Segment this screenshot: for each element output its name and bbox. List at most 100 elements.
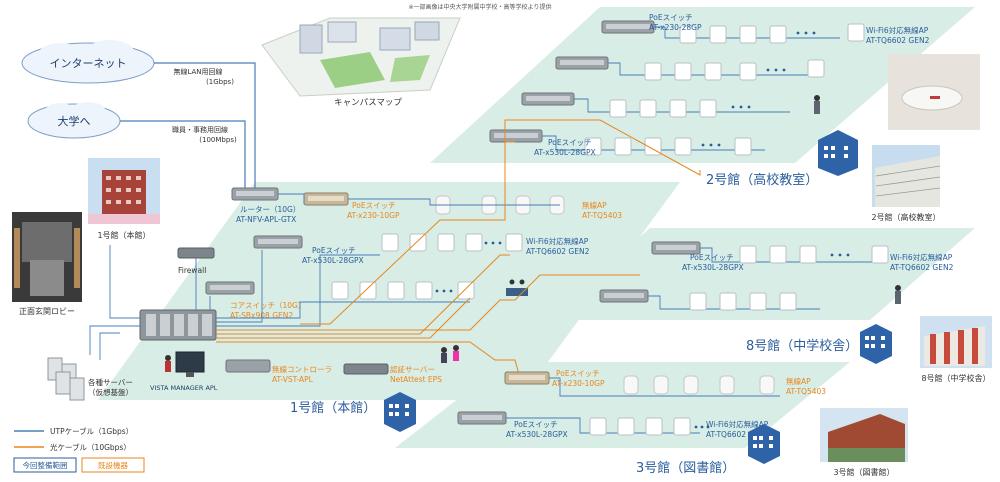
photo-ceiling-ap — [888, 54, 980, 130]
b8-ap-row — [689, 245, 889, 311]
b3-poe530-label: PoEスイッチ — [514, 420, 558, 429]
building-1-icon — [384, 392, 416, 432]
campus-map-illustration — [261, 17, 461, 97]
person-admin — [165, 355, 171, 372]
firewall — [177, 247, 215, 259]
servers-sub: （仮想基盤） — [88, 387, 133, 397]
building-3-icon — [748, 424, 780, 464]
building-1-label: 1号館（本館） — [290, 401, 376, 416]
b1-poe230-label: PoEスイッチ — [352, 201, 396, 210]
internet-label: インターネット — [50, 57, 127, 70]
b1-poe530-switch-2 — [205, 281, 255, 295]
b1-poe230-switch — [303, 192, 349, 206]
legend-fiber-label: 光ケーブル（10Gbps） — [50, 442, 131, 452]
core-switch — [139, 309, 217, 341]
staff-line-bw: (100Mbps) — [199, 136, 237, 144]
wlc-label: 無線コントローラ — [272, 364, 332, 374]
university-cloud: 大学へ — [27, 102, 121, 139]
b2-wifi6-model: AT-TQ6602 GEN2 — [866, 36, 930, 45]
photo-caption-building-2: 2号館（高校教室） — [871, 212, 940, 222]
b2-poe230-model: AT-x230-28GP — [649, 23, 702, 32]
photo-caption-building-3: 3号館（図書館） — [833, 467, 894, 477]
building-2-icon — [818, 130, 858, 176]
b3-poe530-model: AT-x530L-28GPX — [506, 430, 568, 439]
photo-building-2 — [872, 145, 941, 207]
legend-utp-label: UTPケーブル（1Gbps） — [50, 426, 133, 436]
b3-wifi6-ap-row — [589, 417, 691, 436]
b2-ap-row — [584, 23, 865, 156]
auth-model: NetAttest EPS — [390, 375, 442, 384]
b1-ap-model: AT-TQ5403 — [582, 211, 622, 220]
b8-wifi6-label: Wi-Fi6対応無線AP — [890, 252, 953, 262]
building-2-label: 2号館（高校教室） — [706, 172, 818, 188]
staff-line-label: 職員・事務用回線 — [172, 125, 228, 134]
photo-caption-lobby: 正面玄関ロビー — [19, 306, 75, 316]
b8-person — [895, 285, 901, 304]
b2-poe530-model: AT-x530L-28GPX — [534, 148, 596, 157]
b1-wifi6-label: Wi-Fi6対応無線AP — [526, 236, 589, 246]
servers-label: 各種サーバー — [88, 377, 133, 387]
b8-switch-2 — [599, 289, 649, 303]
b2-switch-1 — [601, 20, 655, 34]
wlc-model: AT-VST-APL — [272, 375, 314, 384]
b2-poe530-label: PoEスイッチ — [548, 138, 592, 147]
internet-cloud: インターネット — [21, 40, 155, 84]
legend-scope-box — [13, 457, 77, 473]
b1-wifi6-model: AT-TQ6602 GEN2 — [526, 247, 590, 256]
b1-ap-label: 無線AP — [582, 200, 607, 210]
b8-wifi6-model: AT-TQ6602 GEN2 — [890, 263, 954, 272]
b2-switch-2 — [555, 56, 609, 70]
auth-label: 認証サーバー — [390, 364, 435, 374]
router — [231, 187, 279, 201]
photo-caption-building-8: 8号館（中学校舎） — [921, 373, 990, 383]
floor-building-2 — [430, 7, 975, 163]
b3-ap-label: 無線AP — [786, 376, 811, 386]
b3-poe230-label: PoEスイッチ — [556, 369, 600, 378]
router-model: AT-NFV-APL-GTX — [236, 215, 296, 224]
b3-wifi6-label: Wi-Fi6対応無線AP — [706, 419, 769, 429]
legend-scope-label: 今回整備範囲 — [23, 460, 68, 470]
wireless-line-bw: (1Gbps) — [206, 78, 234, 86]
legend-existing-label: 既設機器 — [98, 460, 128, 470]
servers — [47, 357, 85, 401]
wireless-line-label: 無線LAN用回線 — [173, 67, 222, 76]
photo-building-8 — [920, 316, 992, 368]
b3-ap-model: AT-TQ5403 — [786, 387, 826, 396]
b3-poe530-switch — [457, 411, 507, 425]
people-b1 — [441, 345, 459, 363]
b8-poe530-model: AT-x530L-28GPX — [682, 263, 744, 272]
wlc — [225, 359, 271, 373]
b2-switch-4 — [489, 129, 543, 143]
photo-caption-building-1: 1号館（本館） — [97, 230, 150, 240]
building-8-label: 8号館（中学校舎） — [746, 338, 858, 354]
campus-map-caption: キャンパスマップ — [334, 98, 402, 108]
photo-building-1 — [88, 158, 160, 224]
vista-monitor — [175, 351, 205, 377]
legend-existing-box — [81, 457, 145, 473]
firewall-label: Firewall — [178, 266, 206, 275]
legend: UTPケーブル（1Gbps） 光ケーブル（10Gbps） 今回整備範囲 既設機器 — [13, 426, 145, 473]
b1-wifi6-ap-row — [331, 233, 523, 300]
b3-poe230-switch — [504, 371, 550, 385]
b2-switch-3 — [521, 92, 575, 106]
b3-poe230-model: AT-x230-10GP — [552, 379, 605, 388]
b2-poe230-label: PoEスイッチ — [649, 13, 693, 22]
router-label: ルーター（10G） — [240, 205, 300, 214]
building-3-label: 3号館（図書館） — [636, 461, 735, 476]
b2-wifi6-label: Wi-Fi6対応無線AP — [866, 25, 929, 35]
b1-poe230-model: AT-x230-10GP — [347, 211, 400, 220]
b1-poe530-label: PoEスイッチ — [312, 246, 356, 255]
b1-poe530-switch — [253, 235, 303, 249]
b3-wifi6-model: AT-TQ6602 GEN2 — [706, 430, 770, 439]
desk-people-b1 — [506, 279, 528, 296]
b2-person — [814, 95, 820, 114]
auth-server — [343, 363, 389, 375]
vista-label: VISTA MANAGER APL — [150, 384, 218, 392]
b1-poe530-model: AT-x530L-28GPX — [302, 256, 364, 265]
b8-poe530-label: PoEスイッチ — [690, 253, 734, 262]
building-8-icon — [860, 324, 892, 364]
photo-building-3 — [820, 408, 908, 462]
university-label: 大学へ — [58, 114, 91, 128]
b3-existing-ap-row — [623, 375, 775, 395]
